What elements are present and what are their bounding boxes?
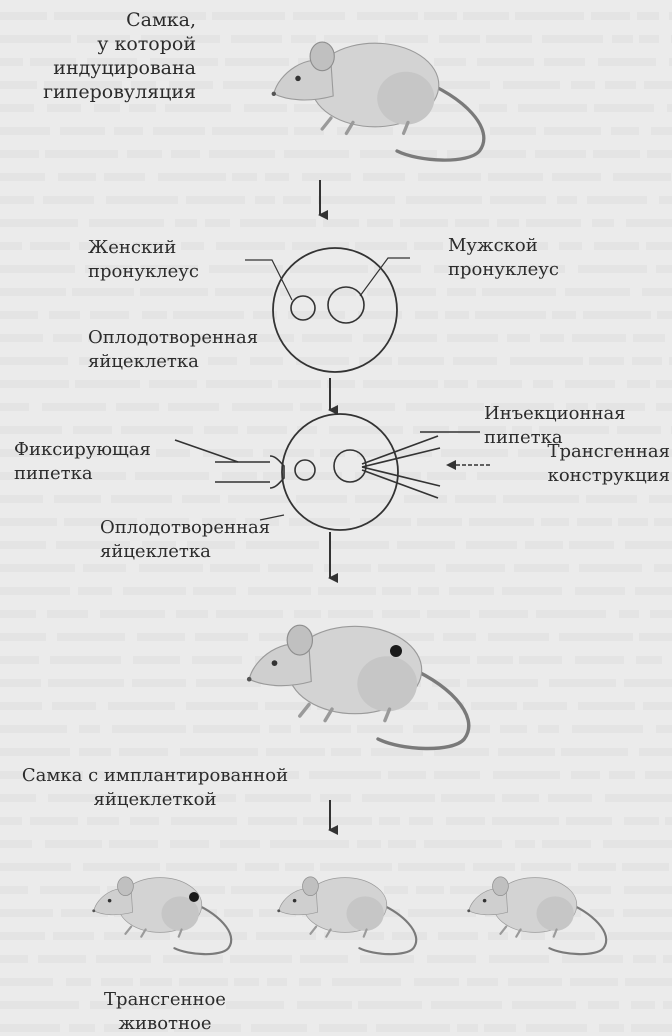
fertilized-egg-2	[175, 414, 490, 530]
label-transgenic-animal: Трансгенное животное	[80, 988, 250, 1036]
holding-pipette	[175, 440, 284, 488]
offspring-dot	[189, 892, 199, 902]
offspring-mouse-2	[277, 877, 416, 954]
offspring-mouse-1	[92, 877, 231, 954]
label-female-superovulated: Самка, у которой индуцирована гиперовуля…	[40, 8, 196, 104]
label-female-implanted: Самка с имплантированной яйцеклеткой	[0, 764, 310, 812]
label-transgene-construct: Трансгенная конструкция	[500, 440, 670, 488]
mouse-superovulated	[272, 42, 484, 160]
offspring-mouse-3	[467, 877, 606, 954]
label-male-pronucleus: Мужской пронуклеус	[448, 234, 628, 282]
female-pronucleus-circle	[291, 296, 315, 320]
label-holding-pipette: Фиксирующая пипетка	[14, 438, 184, 486]
label-fertilized-egg-2: Оплодотворенная яйцеклетка	[100, 516, 300, 564]
label-fertilized-egg-1: Оплодотворенная яйцеклетка	[88, 326, 288, 374]
label-female-pronucleus: Женский пронуклеус	[88, 236, 248, 284]
male-pronucleus-circle	[328, 287, 364, 323]
implant-dot	[390, 645, 402, 657]
mouse-implanted	[247, 625, 469, 748]
